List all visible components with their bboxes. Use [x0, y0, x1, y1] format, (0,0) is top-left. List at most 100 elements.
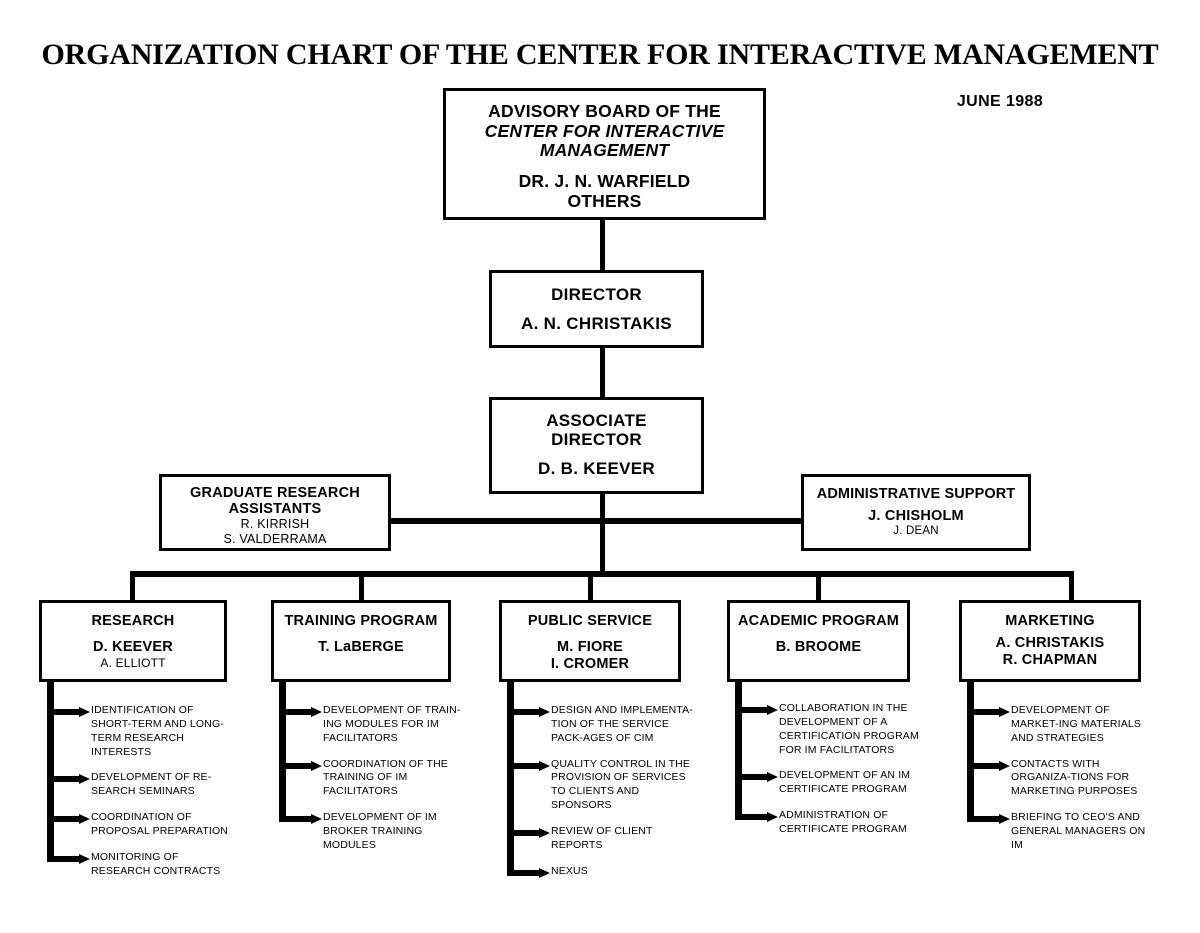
advisory-title-line1: ADVISORY BOARD OF THE — [488, 101, 721, 121]
marketing-name-1: A. CHRISTAKIS — [995, 635, 1105, 652]
advisory-title-italic-line2: MANAGEMENT — [539, 140, 670, 161]
bullet-spine — [279, 704, 286, 819]
research-name-2: A. ELLIOTT — [100, 655, 166, 670]
bullet-label: BRIEFING TO CEO'S AND GENERAL MANAGERS O… — [1011, 811, 1146, 851]
gra-name-1: R. KIRRISH — [240, 517, 310, 532]
admin-name-1: J. CHISHOLM — [868, 508, 964, 525]
page-title: ORGANIZATION CHART OF THE CENTER FOR INT… — [41, 38, 1159, 71]
public-service-title: PUBLIC SERVICE — [527, 613, 653, 629]
public-service-name-1: M. FIORE — [556, 639, 624, 656]
advisory-title-italic-line1: CENTER FOR INTERACTIVE — [484, 120, 725, 141]
connector-public-service-to-bullets — [507, 680, 514, 704]
connector-advisory-to-director — [600, 218, 605, 272]
connector-drop-research — [130, 571, 135, 602]
connector-assocdir-trunk — [600, 492, 605, 576]
connector-drop-academic — [816, 571, 821, 602]
arrow-icon — [279, 814, 323, 825]
bullet-item: REVIEW OF CLIENT REPORTS — [507, 825, 695, 853]
bullet-item: DEVELOPMENT OF IM BROKER TRAINING MODULE… — [279, 811, 464, 853]
bullet-item: CONTACTS WITH ORGANIZA-TIONS FOR MARKETI… — [967, 758, 1157, 800]
bullet-spine — [507, 704, 514, 873]
bullet-label: QUALITY CONTROL IN THE PROVISION OF SERV… — [551, 757, 691, 812]
node-marketing[interactable]: MARKETING A. CHRISTAKIS R. CHAPMAN — [959, 600, 1141, 682]
spacer — [274, 629, 448, 639]
arrow-icon — [507, 760, 551, 771]
arrow-icon — [507, 707, 551, 717]
node-associate-director[interactable]: ASSOCIATE DIRECTOR D. B. KEEVER — [489, 397, 704, 494]
director-name-1: A. N. CHRISTAKIS — [521, 314, 672, 334]
bullet-item: QUALITY CONTROL IN THE PROVISION OF SERV… — [507, 758, 695, 813]
academic-title: ACADEMIC PROGRAM — [737, 613, 900, 629]
connector-drop-marketing — [1069, 571, 1074, 602]
bullet-item: ADMINISTRATION OF CERTIFICATE PROGRAM — [735, 809, 921, 837]
node-research[interactable]: RESEARCH D. KEEVER A. ELLIOTT — [39, 600, 227, 682]
bullet-label: DEVELOPMENT OF IM BROKER TRAINING MODULE… — [323, 811, 437, 851]
research-title: RESEARCH — [91, 613, 175, 629]
arrow-icon — [735, 812, 779, 823]
bullet-label: DESIGN AND IMPLEMENTA-TION OF THE SERVIC… — [551, 704, 693, 744]
connector-director-to-assocdir — [600, 346, 605, 399]
spacer — [502, 629, 678, 639]
arrow-icon — [967, 814, 1011, 825]
bullet-label: DEVELOPMENT OF RE-SEARCH SEMINARS — [91, 771, 212, 798]
training-title: TRAINING PROGRAM — [284, 613, 438, 629]
arrow-icon — [967, 707, 1011, 717]
bullet-list-marketing: DEVELOPMENT OF MARKET-ING MATERIALS AND … — [967, 704, 1157, 853]
training-name-1: T. LaBERGE — [318, 639, 404, 656]
bullet-list-research: IDENTIFICATION OF SHORT-TERM AND LONG-TE… — [47, 704, 237, 879]
bullet-item: DEVELOPMENT OF AN IM CERTIFICATE PROGRAM — [735, 769, 921, 797]
assocdir-title-line2: DIRECTOR — [551, 430, 642, 450]
research-name-1: D. KEEVER — [93, 639, 173, 656]
node-public-service[interactable]: PUBLIC SERVICE M. FIORE I. CROMER — [499, 600, 681, 682]
spacer — [492, 449, 701, 459]
admin-title: ADMINISTRATIVE SUPPORT — [816, 486, 1016, 502]
gra-name-2: S. VALDERRAMA — [223, 532, 327, 547]
arrow-icon — [47, 707, 91, 717]
bullet-label: DEVELOPMENT OF AN IM CERTIFICATE PROGRAM — [779, 769, 911, 796]
advisory-name-2: OTHERS — [567, 190, 642, 211]
public-service-name-2: I. CROMER — [550, 655, 630, 672]
arrow-icon — [507, 828, 551, 839]
connector-drop-public-service — [588, 571, 593, 602]
bullet-item: COORDINATION OF PROPOSAL PREPARATION — [47, 811, 237, 839]
arrow-icon — [279, 760, 323, 771]
node-administrative-support[interactable]: ADMINISTRATIVE SUPPORT J. CHISHOLM J. DE… — [801, 474, 1031, 551]
node-advisory-board[interactable]: ADVISORY BOARD OF THE CENTER FOR INTERAC… — [443, 88, 766, 220]
bullet-spine — [967, 704, 974, 819]
connector-research-to-bullets — [47, 680, 54, 704]
date-label: JUNE 1988 — [956, 93, 1044, 110]
arrow-icon — [279, 707, 323, 717]
bullet-item: MONITORING OF RESEARCH CONTRACTS — [47, 851, 237, 879]
gra-title-line2: ASSISTANTS — [228, 501, 322, 518]
connector-department-bus — [130, 571, 1074, 577]
node-graduate-research-assistants[interactable]: GRADUATE RESEARCH ASSISTANTS R. KIRRISH … — [159, 474, 391, 551]
bullet-label: IDENTIFICATION OF SHORT-TERM AND LONG-TE… — [91, 704, 224, 758]
bullet-list-public-service: DESIGN AND IMPLEMENTA-TION OF THE SERVIC… — [507, 704, 695, 879]
node-academic-program[interactable]: ACADEMIC PROGRAM B. BROOME — [727, 600, 910, 682]
bullet-item: NEXUS — [507, 865, 695, 879]
bullet-label: COORDINATION OF PROPOSAL PREPARATION — [91, 811, 229, 838]
bullet-list-academic: COLLABORATION IN THE DEVELOPMENT OF A CE… — [735, 702, 921, 837]
arrow-icon — [735, 705, 779, 715]
arrow-icon — [47, 774, 91, 785]
bullet-label: CONTACTS WITH ORGANIZA-TIONS FOR MARKETI… — [1011, 757, 1138, 798]
bullet-label: COORDINATION OF THE TRAINING OF IM FACIL… — [323, 757, 448, 798]
connector-marketing-to-bullets — [967, 680, 974, 704]
connector-assocdir-to-gra — [385, 518, 603, 524]
node-director[interactable]: DIRECTOR A. N. CHRISTAKIS — [489, 270, 704, 348]
gra-title-line1: GRADUATE RESEARCH — [190, 485, 360, 501]
spacer — [730, 629, 907, 639]
bullet-label: DEVELOPMENT OF TRAIN-ING MODULES FOR IM … — [323, 704, 461, 744]
bullet-item: BRIEFING TO CEO'S AND GENERAL MANAGERS O… — [967, 811, 1157, 853]
advisory-name-1: DR. J. N. WARFIELD — [518, 170, 691, 191]
admin-name-2: J. DEAN — [893, 524, 939, 537]
bullet-label: ADMINISTRATION OF CERTIFICATE PROGRAM — [779, 809, 907, 836]
bullet-label: COLLABORATION IN THE DEVELOPMENT OF A CE… — [779, 702, 919, 756]
bullet-item: DEVELOPMENT OF RE-SEARCH SEMINARS — [47, 771, 237, 799]
director-title: DIRECTOR — [551, 285, 642, 304]
assocdir-name-1: D. B. KEEVER — [538, 459, 655, 479]
node-training-program[interactable]: TRAINING PROGRAM T. LaBERGE — [271, 600, 451, 682]
bullet-list-training: DEVELOPMENT OF TRAIN-ING MODULES FOR IM … — [279, 704, 464, 853]
arrow-icon — [507, 867, 551, 878]
